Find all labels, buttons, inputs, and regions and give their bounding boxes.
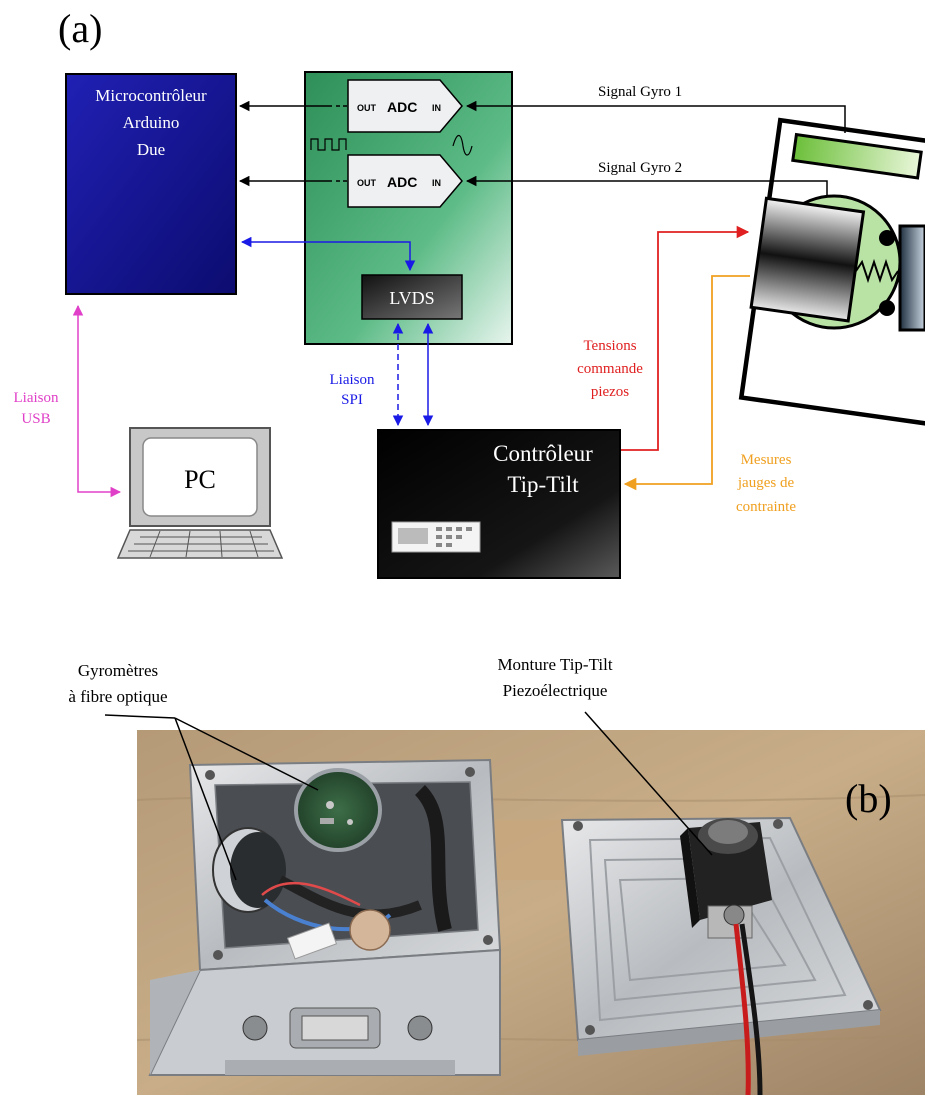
tip-tilt-mount-schematic — [738, 117, 925, 428]
gyro2-signal-line — [465, 175, 828, 198]
usb-link-label-1: Liaison — [14, 390, 59, 406]
adc-2-name: ADC — [387, 174, 417, 190]
digital-signal-icon — [310, 138, 347, 151]
adc-2: OUT ADC IN — [347, 154, 463, 208]
gyro1-sensor — [791, 132, 923, 180]
analog-signal-icon — [452, 134, 473, 156]
piezo-actuator — [749, 196, 866, 323]
gauge-label-1: Mesures — [741, 452, 792, 468]
piezo-label-3: piezos — [591, 384, 629, 400]
adc-2-in: IN — [432, 178, 441, 188]
mount-label-2: Piezoélectrique — [503, 681, 608, 700]
adc-1-out: OUT — [357, 103, 377, 113]
adc-1-in: IN — [432, 103, 441, 113]
pc-icon: PC — [116, 427, 284, 559]
usb-link — [72, 304, 122, 498]
microcontroller-label-3: Due — [137, 140, 165, 159]
lvds-block: LVDS — [361, 274, 463, 320]
microcontroller-label-2: Arduino — [123, 113, 180, 132]
piezo-label-2: commande — [577, 361, 643, 377]
adc-1-name: ADC — [387, 99, 417, 115]
gyrometers-leader-a — [174, 717, 319, 791]
gyrometers-label-2: à fibre optique — [68, 687, 167, 706]
gyrometers-leader — [104, 714, 176, 719]
piezo-command-line — [621, 225, 750, 451]
mirror-icon — [898, 224, 925, 332]
panel-a-label: (a) — [58, 6, 102, 51]
gyro1-signal-label: Signal Gyro 1 — [598, 84, 682, 100]
gyro2-signal-label: Signal Gyro 2 — [598, 160, 682, 176]
usb-link-label-2: USB — [21, 411, 50, 427]
piezo-label-1: Tensions — [583, 338, 636, 354]
mcu-lvds-link — [240, 236, 416, 272]
gauge-label-3: contrainte — [736, 499, 796, 515]
microcontroller-label-1: Microcontrôleur — [95, 86, 207, 105]
mount-label-1: Monture Tip-Tilt — [497, 655, 612, 674]
controller-front-panel-icon — [391, 521, 481, 553]
panel-b-label: (b) — [845, 776, 892, 821]
controller-label-1: Contrôleur — [493, 441, 593, 466]
spring-icon — [855, 258, 899, 284]
tip-tilt-controller: Contrôleur Tip-Tilt — [377, 429, 621, 579]
adc-1: OUT ADC IN — [347, 79, 463, 133]
gyro-box — [148, 758, 502, 1076]
hardware-photo — [136, 730, 925, 1095]
gyrometers-leader-b — [174, 717, 237, 881]
acquisition-board: OUT ADC IN OUT ADC IN LVDS — [304, 71, 513, 345]
controller-label-2: Tip-Tilt — [507, 472, 579, 497]
tip-tilt-mount-plate — [560, 816, 882, 1095]
gyrometers-label-1: Gyromètres — [78, 661, 158, 680]
gyro1-signal-line — [465, 100, 846, 133]
spi-link-label-2: SPI — [341, 392, 363, 408]
lvds-label: LVDS — [389, 288, 434, 308]
gauge-label-2: jauges de — [737, 475, 795, 491]
adc-2-out: OUT — [357, 178, 377, 188]
pc-label: PC — [184, 465, 216, 494]
strain-gauge-line — [623, 275, 750, 491]
mount-leader — [584, 711, 713, 856]
microcontroller-box: Microcontrôleur Arduino Due — [65, 73, 237, 295]
spi-link-label-1: Liaison — [330, 372, 375, 388]
